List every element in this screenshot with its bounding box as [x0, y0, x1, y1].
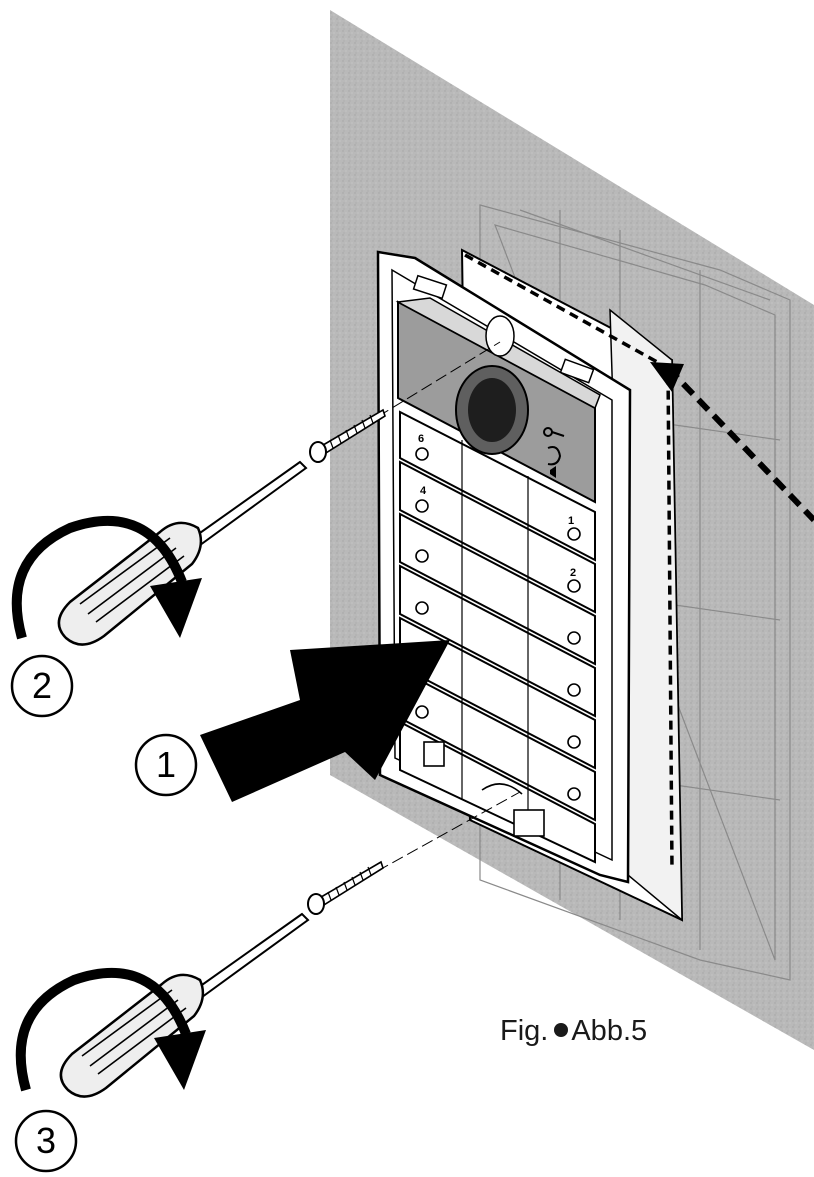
- step-1-number: 1: [155, 744, 177, 785]
- step-3-number: 3: [35, 1120, 57, 1161]
- row-label: 6: [418, 433, 424, 445]
- step-1-circle: [134, 733, 198, 797]
- keypad-row-labels: 6 4 2 1: [418, 433, 576, 579]
- row-label: 1: [568, 515, 574, 527]
- bullet-icon: [554, 1023, 569, 1038]
- insertion-guide: [464, 253, 814, 871]
- key-icon: [543, 427, 565, 437]
- handset-icon: [547, 446, 562, 466]
- rotation-arrow-top: [11, 515, 187, 640]
- bottom-clip: [423, 741, 545, 837]
- camera-module: [395, 297, 601, 504]
- step-2-circle: [10, 654, 74, 718]
- push-arrow: [200, 640, 450, 802]
- row-label: 2: [570, 567, 576, 579]
- screw-top: [309, 341, 501, 463]
- rotation-arrowhead-bottom: [154, 1030, 206, 1090]
- keypad-dividers: [461, 440, 529, 836]
- caption-suffix: Abb.5: [571, 1015, 648, 1047]
- row-label: 4: [420, 485, 427, 497]
- speaker-icon: [550, 466, 556, 478]
- caption-prefix: Fig.: [500, 1015, 549, 1047]
- rotation-arrowhead-top: [150, 578, 202, 638]
- rotation-arrow-bottom: [15, 967, 191, 1092]
- step-2-number: 2: [31, 665, 53, 706]
- keypad: [399, 410, 596, 864]
- figure-caption: Fig. Abb.5: [500, 1015, 647, 1048]
- step-3-circle: [14, 1109, 78, 1173]
- screw-bottom: [307, 791, 521, 915]
